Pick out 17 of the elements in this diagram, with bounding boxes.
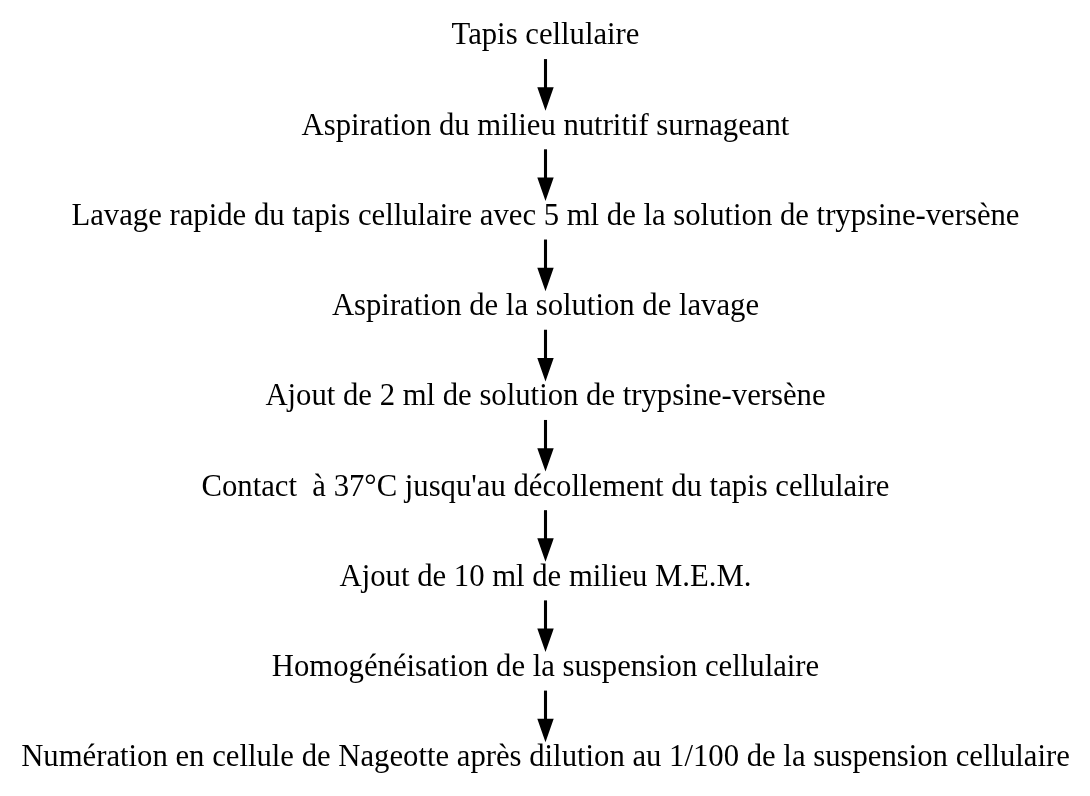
node-text: Lavage rapide du tapis cellulaire avec 5 ml de la solution de trypsine-versène [70,197,1020,232]
node-text: Aspiration du milieu nutritif surnageant [301,107,789,142]
node-text: Homogénéisation de la suspension cellulaire [271,648,819,683]
arrow [536,239,554,292]
arrow [536,419,554,472]
node-text: Ajout de 10 ml de milieu M.E.M. [339,558,751,593]
node-text: Numération en cellule de Nageotte après dilution au 1/100 de la suspension cellulaire [20,739,1070,774]
arrow [536,510,554,562]
arrow [536,600,554,653]
arrow [536,329,554,382]
node-text: Contact à 37°C jusqu'au décollement du tapis cellulaire [201,468,889,503]
arrow [536,59,554,111]
arrow [536,690,554,743]
node-text: Tapis cellulaire [451,17,639,52]
node-text: Ajout de 2 ml de solution de trypsine-versène [264,378,826,413]
node-text: Aspiration de la solution de lavage [331,288,759,323]
arrow [536,149,554,201]
